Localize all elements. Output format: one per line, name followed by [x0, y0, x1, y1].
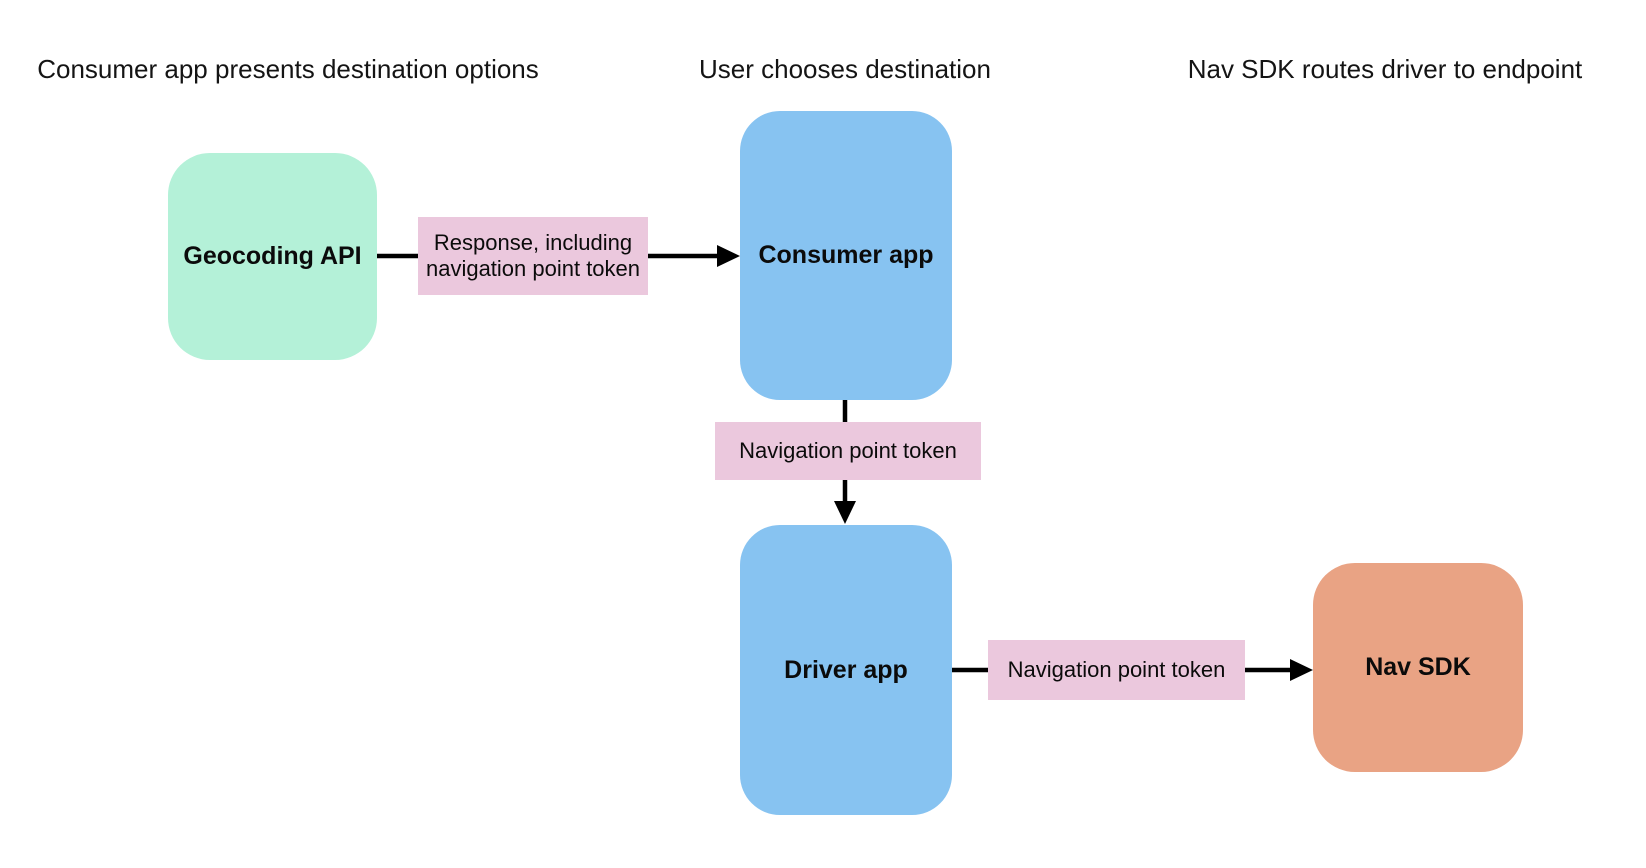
node-consumer-app-label: Consumer app [758, 241, 934, 269]
column-header-nav-sdk-routes: Nav SDK routes driver to endpoint [1187, 54, 1583, 84]
arrow-consumer-to-driver [834, 400, 856, 524]
edge-label-navigation-point-token-1-text: Navigation point token [739, 438, 957, 463]
column-header-consumer-presents: Consumer app presents destination option… [37, 54, 539, 84]
arrowhead-to-driver [834, 501, 856, 524]
node-nav-sdk-label: Nav SDK [1365, 653, 1471, 681]
node-geocoding-api: Geocoding API [168, 153, 377, 360]
node-consumer-app: Consumer app [740, 111, 952, 400]
node-driver-app-label: Driver app [784, 655, 908, 684]
arrowhead-to-consumer [717, 245, 740, 267]
node-nav-sdk: Nav SDK [1313, 563, 1523, 772]
column-header-user-chooses: User chooses destination [699, 54, 991, 84]
node-geocoding-api-label: Geocoding API [183, 242, 362, 270]
edge-label-navigation-point-token-1: Navigation point token [715, 422, 981, 480]
edge-label-response-token: Response, including navigation point tok… [418, 217, 648, 295]
arrow-geocoding-to-consumer [377, 245, 740, 267]
arrow-driver-to-navsdk [952, 659, 1313, 681]
edge-label-response-token-text: Response, including navigation point tok… [425, 230, 641, 281]
node-driver-app: Driver app [740, 525, 952, 815]
edge-label-navigation-point-token-2-text: Navigation point token [1007, 657, 1226, 682]
edge-label-navigation-point-token-2: Navigation point token [988, 640, 1245, 700]
arrowhead-to-navsdk [1290, 659, 1313, 681]
